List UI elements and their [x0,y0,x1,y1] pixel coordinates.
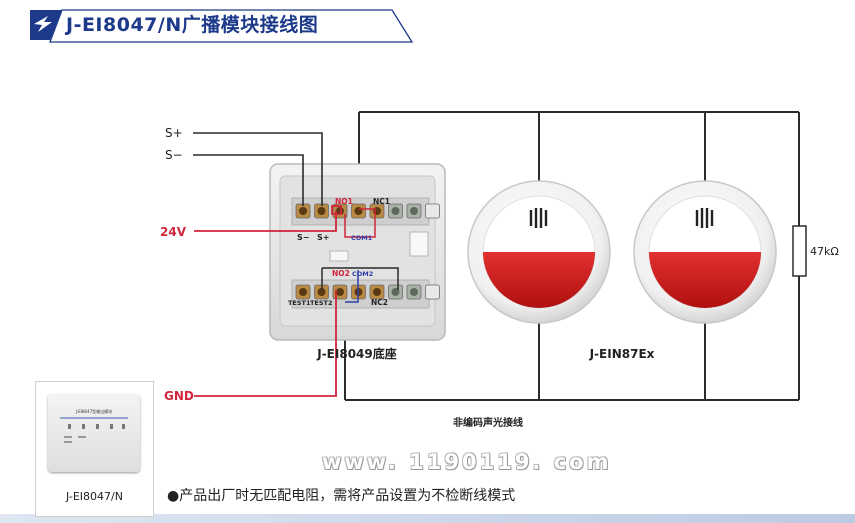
screw-head-icon [336,288,344,296]
label-s-plus: S+ [165,126,183,140]
header-banner [30,9,414,43]
resistor-label: 47kΩ [810,245,839,258]
sounder-1 [467,180,611,324]
caption: 非编码声光接线 [453,416,523,429]
24v-wire [194,205,342,397]
product-thumbnail: J-EI8047型输出模块 J-EI8047/N [35,381,154,517]
screw-head-icon [354,207,363,215]
label-gnd: GND [164,389,194,403]
top-terminals [295,203,440,219]
resistor [792,225,807,277]
base-name: J-EI8049底座 [316,346,397,361]
label-nc1: NC1 [373,197,390,206]
sounder-2 [633,180,777,324]
label-com2: COM2 [352,270,373,278]
thumbnail-label: J-EI8047/N [66,490,123,503]
product-image-detail [60,417,128,443]
label-test1: TEST1 [288,299,311,307]
screw-head-icon [336,207,344,215]
sounder-2-lens [649,252,761,308]
screw-head-icon [299,207,307,215]
signal-wires [193,132,323,206]
screw-head-icon [410,207,418,215]
label-com1: COM1 [351,234,373,242]
sounder-name: J-EIN87Ex [589,347,655,361]
label-no1: NO1 [335,197,353,206]
label-base-s-plus: S+ [317,233,329,242]
sounder-1-lens [483,252,595,308]
label-no2: NO2 [332,269,350,278]
label-s-minus: S− [165,148,183,162]
base-module [269,163,446,341]
screw-head-icon [317,288,326,296]
product-image-header: J-EI8047型输出模块 [75,409,113,414]
watermark: www. 1190119. com [322,450,612,474]
screw-head-icon [391,207,400,215]
internal-wires [321,208,399,303]
label-test2: TEST2 [310,299,333,307]
terminal-screw [425,203,440,219]
speaker-grille-icon [695,208,714,228]
note-text: ●产品出厂时无匹配电阻，需将产品设置为不检断线模式 [167,488,516,504]
screw-head-icon [299,288,307,296]
terminal-screw [425,284,440,300]
product-image: J-EI8047型输出模块 [48,394,140,472]
label-24v: 24V [160,225,187,239]
screw-head-icon [317,207,326,215]
screw-head-icon [373,207,381,215]
page-title: J-EI8047/N广播模块接线图 [66,14,319,36]
logo-icon [34,16,52,32]
bottom-terminals [295,284,440,300]
speaker-grille-icon [529,208,548,228]
label-nc2: NC2 [371,298,388,307]
banner-outline [49,9,414,43]
label-base-s-minus: S− [297,233,309,242]
screw-head-icon [410,288,418,296]
footer-band [0,514,855,523]
screw-head-icon [373,288,381,296]
